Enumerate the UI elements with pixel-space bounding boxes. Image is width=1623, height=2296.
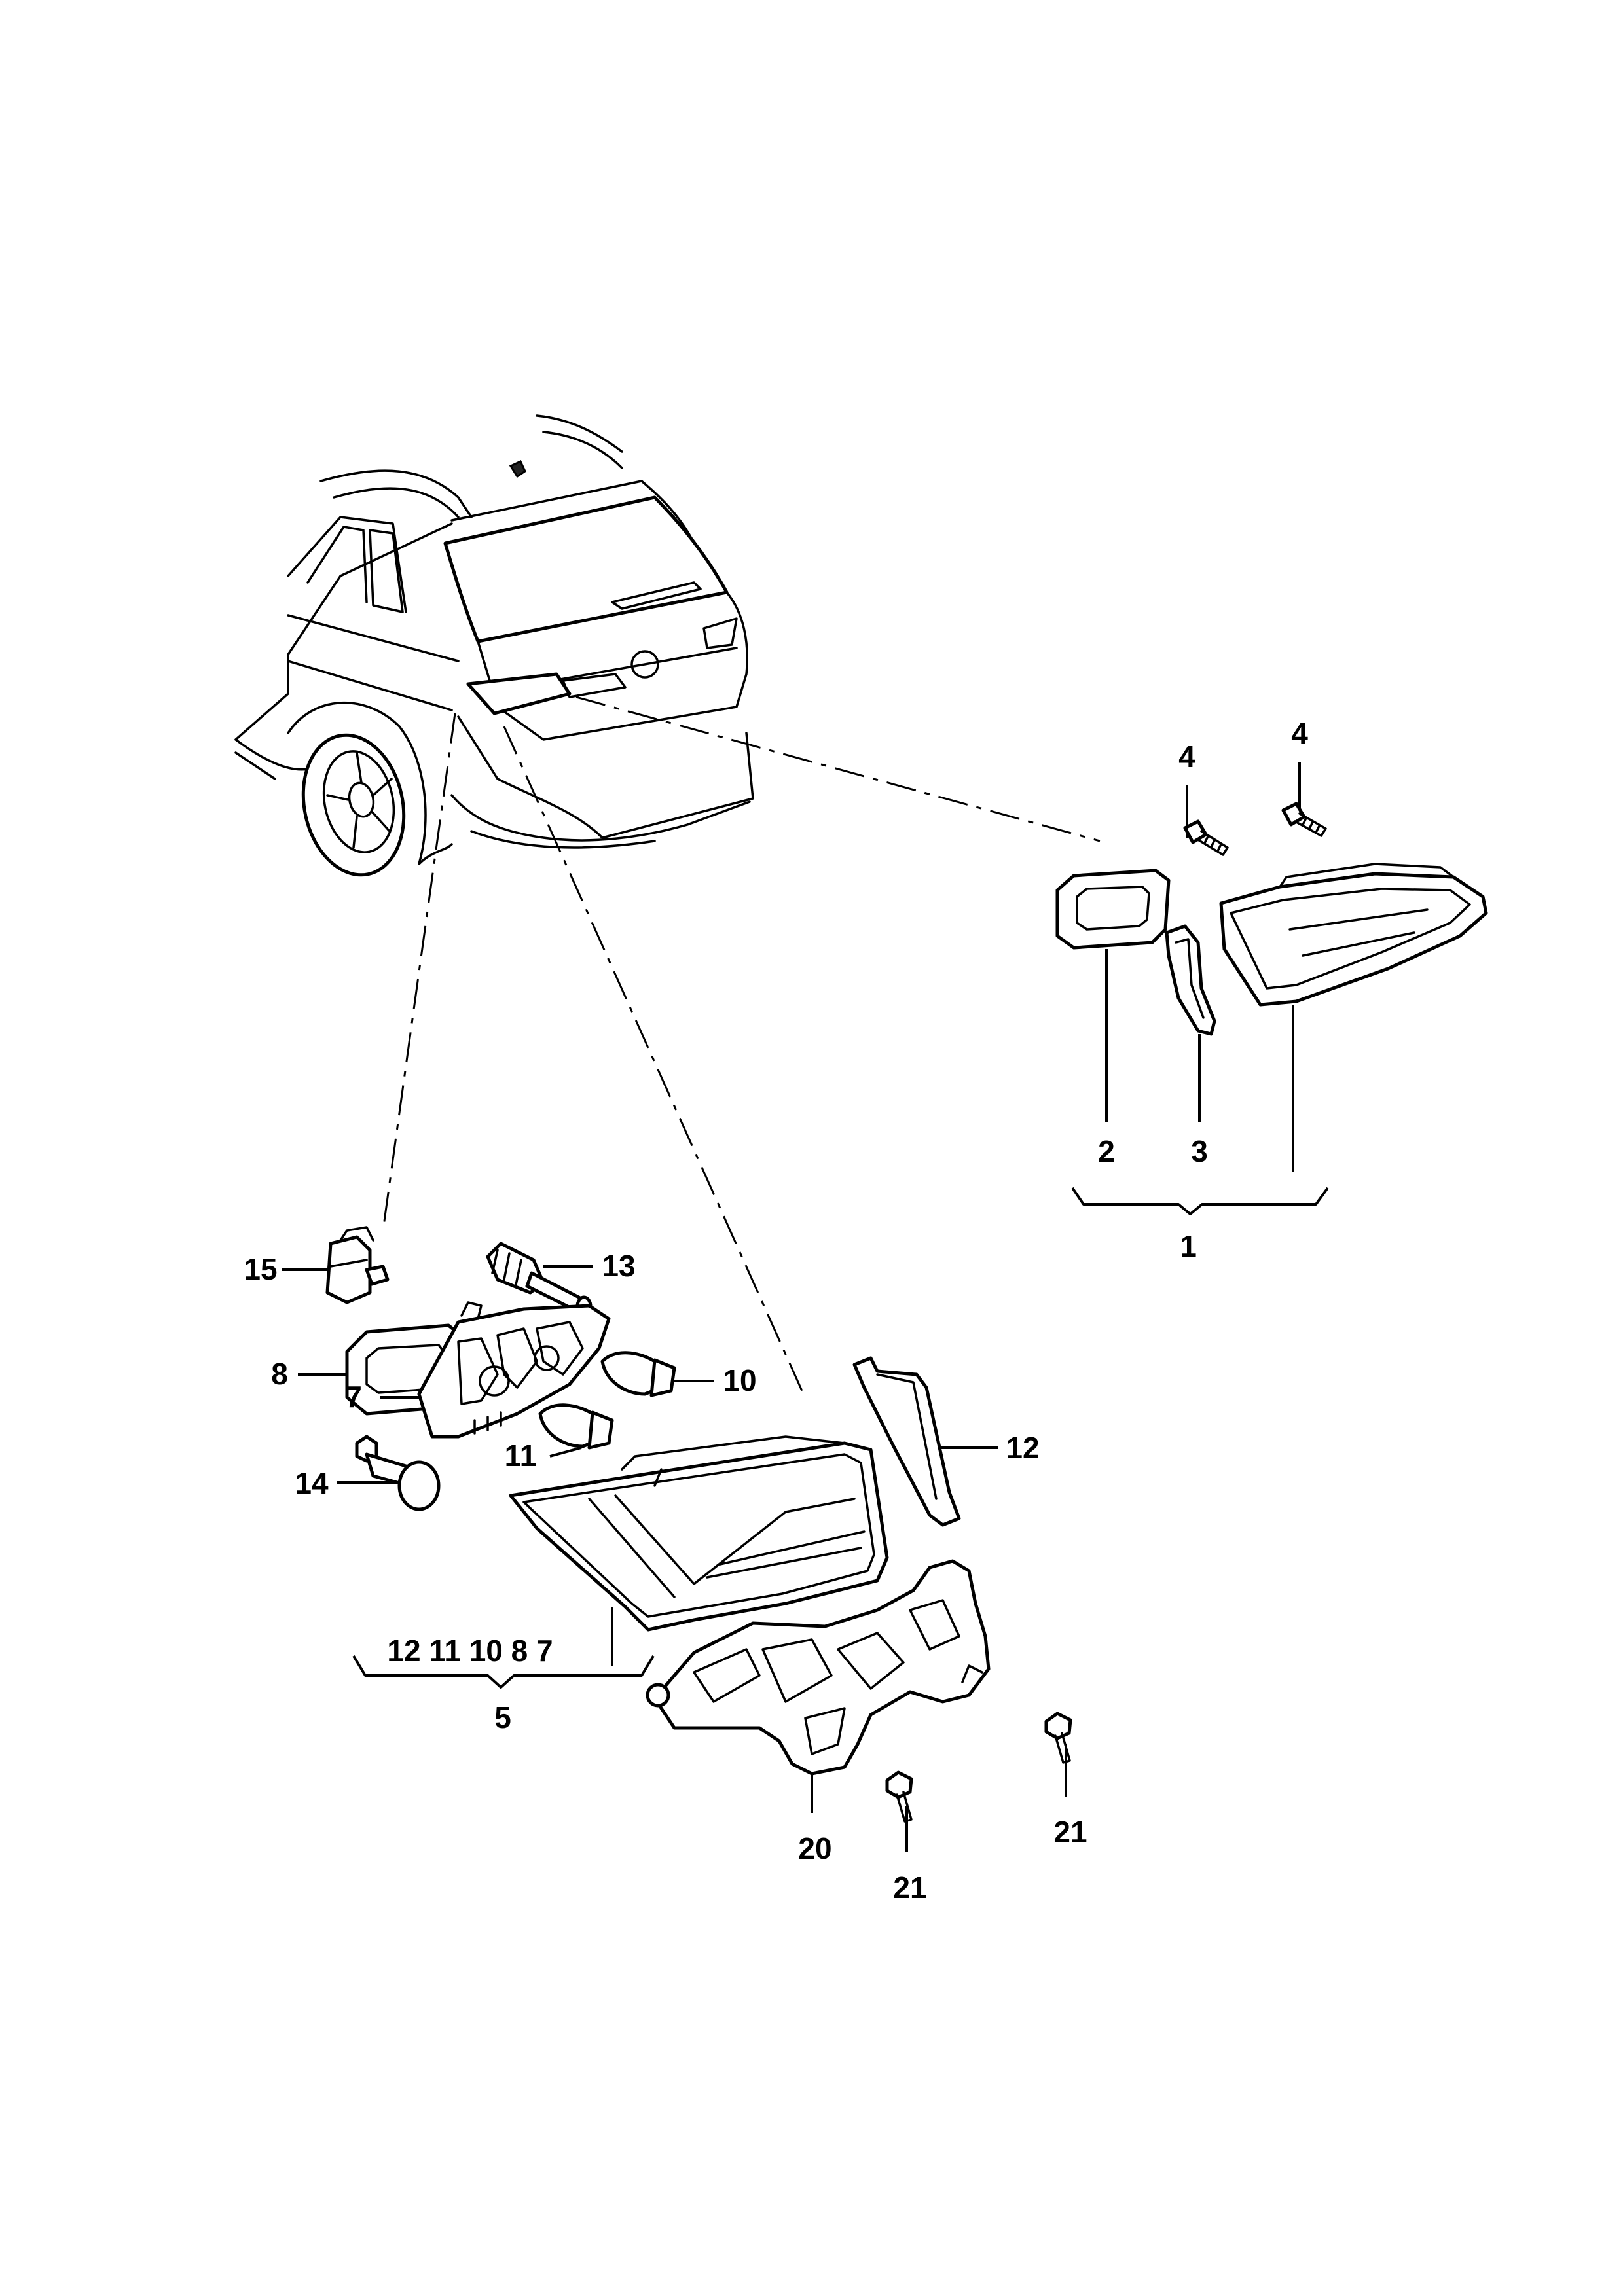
callout-2: 2 (1098, 1134, 1115, 1168)
tail-lamp-inner-part-1 (1219, 863, 1488, 1007)
seal-part-12 (852, 1356, 961, 1527)
callout-4-right: 4 (1291, 717, 1308, 751)
callout-4-left: 4 (1178, 740, 1195, 774)
bracket-part-20 (646, 1559, 991, 1776)
bulb-part-10 (600, 1351, 676, 1397)
callout-14: 14 (295, 1466, 329, 1500)
tail-lamp-outer-part-5 (509, 1435, 889, 1632)
gasket-part-2 (1055, 869, 1171, 950)
seal-part-3 (1165, 924, 1216, 1036)
callout-3: 3 (1191, 1134, 1208, 1168)
callout-21-right: 21 (1053, 1815, 1087, 1849)
reference-lines (382, 696, 1101, 1391)
callout-labels: 4 4 2 3 1 15 13 8 7 10 11 12 14 12 11 10… (244, 717, 1308, 1905)
callout-11: 11 (505, 1439, 537, 1473)
screw-part-4-right (1281, 802, 1327, 837)
callout-10: 10 (723, 1363, 756, 1397)
screw-part-4-left (1183, 819, 1229, 856)
group-5-brace (352, 1655, 655, 1689)
callout-20: 20 (798, 1831, 831, 1865)
callout-15: 15 (244, 1252, 277, 1286)
group-5-contents: 12 11 10 8 7 (387, 1634, 553, 1668)
callout-5: 5 (494, 1700, 511, 1734)
callout-8: 8 (271, 1357, 288, 1391)
vehicle-rear-view (234, 414, 754, 877)
callout-21-left: 21 (893, 1871, 926, 1905)
holder-part-14 (355, 1435, 441, 1511)
callout-12: 12 (1006, 1431, 1039, 1465)
plug-part-13 (486, 1242, 593, 1318)
connector-part-15 (325, 1226, 390, 1304)
bulb-part-11 (538, 1403, 614, 1450)
group-1-brace (1071, 1187, 1329, 1215)
screw-part-21-left (885, 1770, 913, 1823)
callout-7: 7 (345, 1380, 362, 1414)
callout-13: 13 (602, 1249, 635, 1283)
callout-1: 1 (1180, 1229, 1197, 1263)
bulb-carrier-part-7 (417, 1301, 611, 1439)
